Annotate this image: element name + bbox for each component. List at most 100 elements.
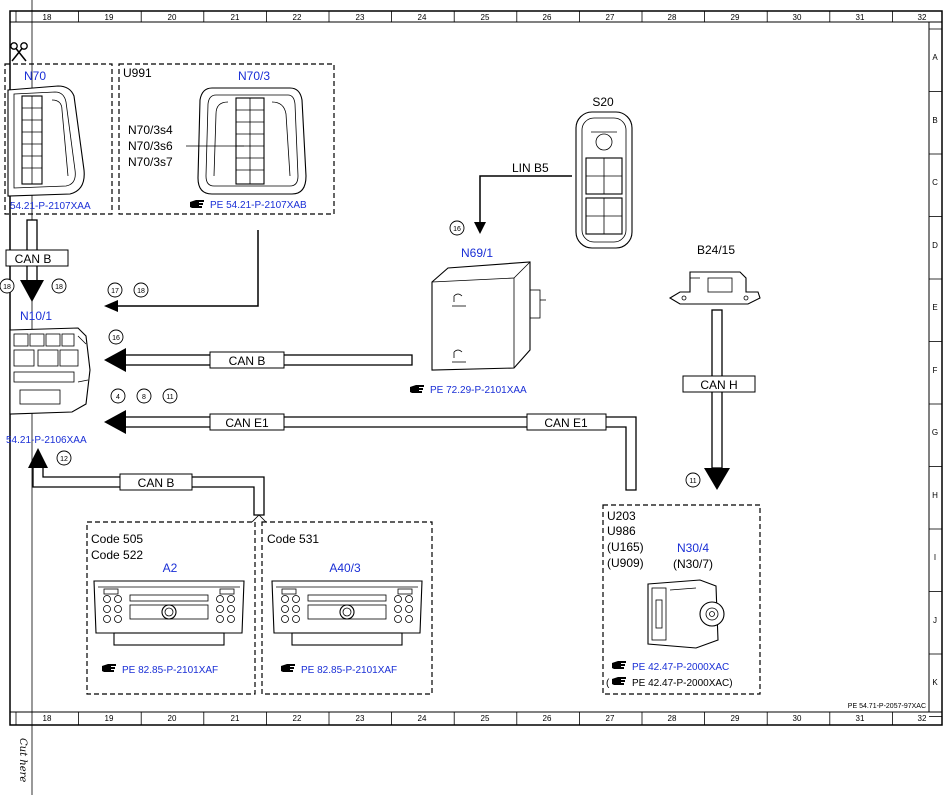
can-e1-right-label: CAN E1 [544,416,588,430]
column-label: 30 [793,714,802,723]
n30-4-pin: 11 [689,478,696,485]
column-labels-bottom: 18 19 20 21 22 23 24 25 26 27 28 29 30 3… [43,714,927,723]
a2-reference: PE 82.85-P-2101XAF [122,665,218,676]
n30-4-code-u986: U986 [607,524,636,538]
column-label: 29 [731,13,740,22]
n30-4-code-u909: (U909) [607,556,644,570]
b24-15-label: B24/15 [697,243,735,257]
a2-code-505: Code 505 [91,532,143,546]
row-label: G [932,428,938,437]
lin-b5-label: LIN B5 [512,161,549,175]
cut-here-label: Cut here [17,738,28,782]
n70-3-switch-s7: N70/3s7 [128,155,173,169]
column-label: 18 [43,714,52,723]
svg-text:(: ( [606,678,610,689]
column-label: 20 [168,714,177,723]
n70-label: N70 [24,69,46,83]
column-label: 27 [606,13,615,22]
n30-4-group-box [602,504,761,695]
a40-3-radio-unit [271,580,423,646]
can-b-n69-label: CAN B [229,354,266,368]
column-label: 28 [668,714,677,723]
pointing-hand-icon [190,200,204,208]
column-label: 32 [918,714,927,723]
row-label: J [933,616,937,625]
row-label: I [934,553,936,562]
column-label: 23 [356,714,365,723]
n70-3-group-box [118,63,335,215]
n69-1-pin: 16 [453,226,461,233]
n10-1-module [9,327,91,415]
column-label: 23 [356,13,365,22]
can-h-label: CAN H [700,378,737,392]
n30-4-code-u203: U203 [607,509,636,523]
n70-switch-unit [7,85,85,197]
pointing-hand-icon [102,664,116,672]
pin-18: 18 [137,288,145,295]
s20-label: S20 [592,95,614,109]
a2-code-522: Code 522 [91,548,143,562]
n70-3-switch-s6: N70/3s6 [128,139,173,153]
pin-17: 17 [111,288,119,295]
a40-3-group-box [261,521,433,695]
can-e1-left-label: CAN E1 [225,416,269,430]
column-label: 26 [543,13,552,22]
a40-3-reference: PE 82.85-P-2101XAF [301,665,397,676]
column-label: 22 [293,714,302,723]
pointing-hand-icon [612,677,626,685]
n69-1-module [431,261,546,371]
scissors-icon [10,42,28,62]
column-label: 25 [481,714,490,723]
pointing-hand-icon [410,385,424,393]
column-label: 18 [43,13,52,22]
n70-3-switch-unit [197,87,307,195]
n69-1-reference: PE 72.29-P-2101XAA [430,385,527,396]
n10-1-label: N10/1 [20,309,52,323]
lin-b5-wire [479,175,572,226]
n30-7-label: (N30/7) [673,557,713,571]
n30-4-reference: PE 42.47-P-2000XAC [632,662,729,673]
column-label: 21 [231,714,240,723]
n70-3-label: N70/3 [238,69,270,83]
a40-3-code-531: Code 531 [267,532,319,546]
pin-12: 12 [60,456,68,463]
n70-3-wire [118,230,259,307]
pin-8: 8 [142,394,146,401]
column-label: 19 [105,714,114,723]
sheet-reference: PE 54.71-P-2057-97XAC [848,703,926,710]
column-label: 28 [668,13,677,22]
n30-4-code-u165: (U165) [607,540,644,554]
column-label: 20 [168,13,177,22]
row-label: F [933,366,938,375]
n70-3-reference: PE 54.21-P-2107XAB [210,200,307,211]
row-label: D [932,241,938,250]
n70-3-switch-s4: N70/3s4 [128,123,173,137]
column-label: 32 [918,13,927,22]
row-label: C [932,178,938,187]
n69-1-label: N69/1 [461,246,493,260]
column-label: 21 [231,13,240,22]
pin-18-right: 18 [55,284,63,291]
n30-4-label: N30/4 [677,541,709,555]
pin-16: 16 [112,335,120,342]
column-label: 30 [793,13,802,22]
pointing-hand-icon [612,661,626,669]
can-b-bottom-label: CAN B [138,476,175,490]
column-label: 22 [293,13,302,22]
column-label: 29 [731,714,740,723]
a2-group-box [86,521,256,695]
column-label: 26 [543,714,552,723]
row-label: H [932,491,938,500]
row-labels: A B C D E F G H I J K [932,53,938,687]
n70-reference: 54.21-P-2107XAA [10,201,91,212]
b24-15-sensor [668,271,761,305]
a40-3-label: A40/3 [329,561,361,575]
row-label: A [932,53,938,62]
pin-4: 4 [116,394,120,401]
a2-label: A2 [163,561,178,575]
column-label: 19 [105,13,114,22]
row-label: B [932,116,937,125]
pin-11: 11 [166,394,173,401]
can-b-top-label: CAN B [15,252,52,266]
